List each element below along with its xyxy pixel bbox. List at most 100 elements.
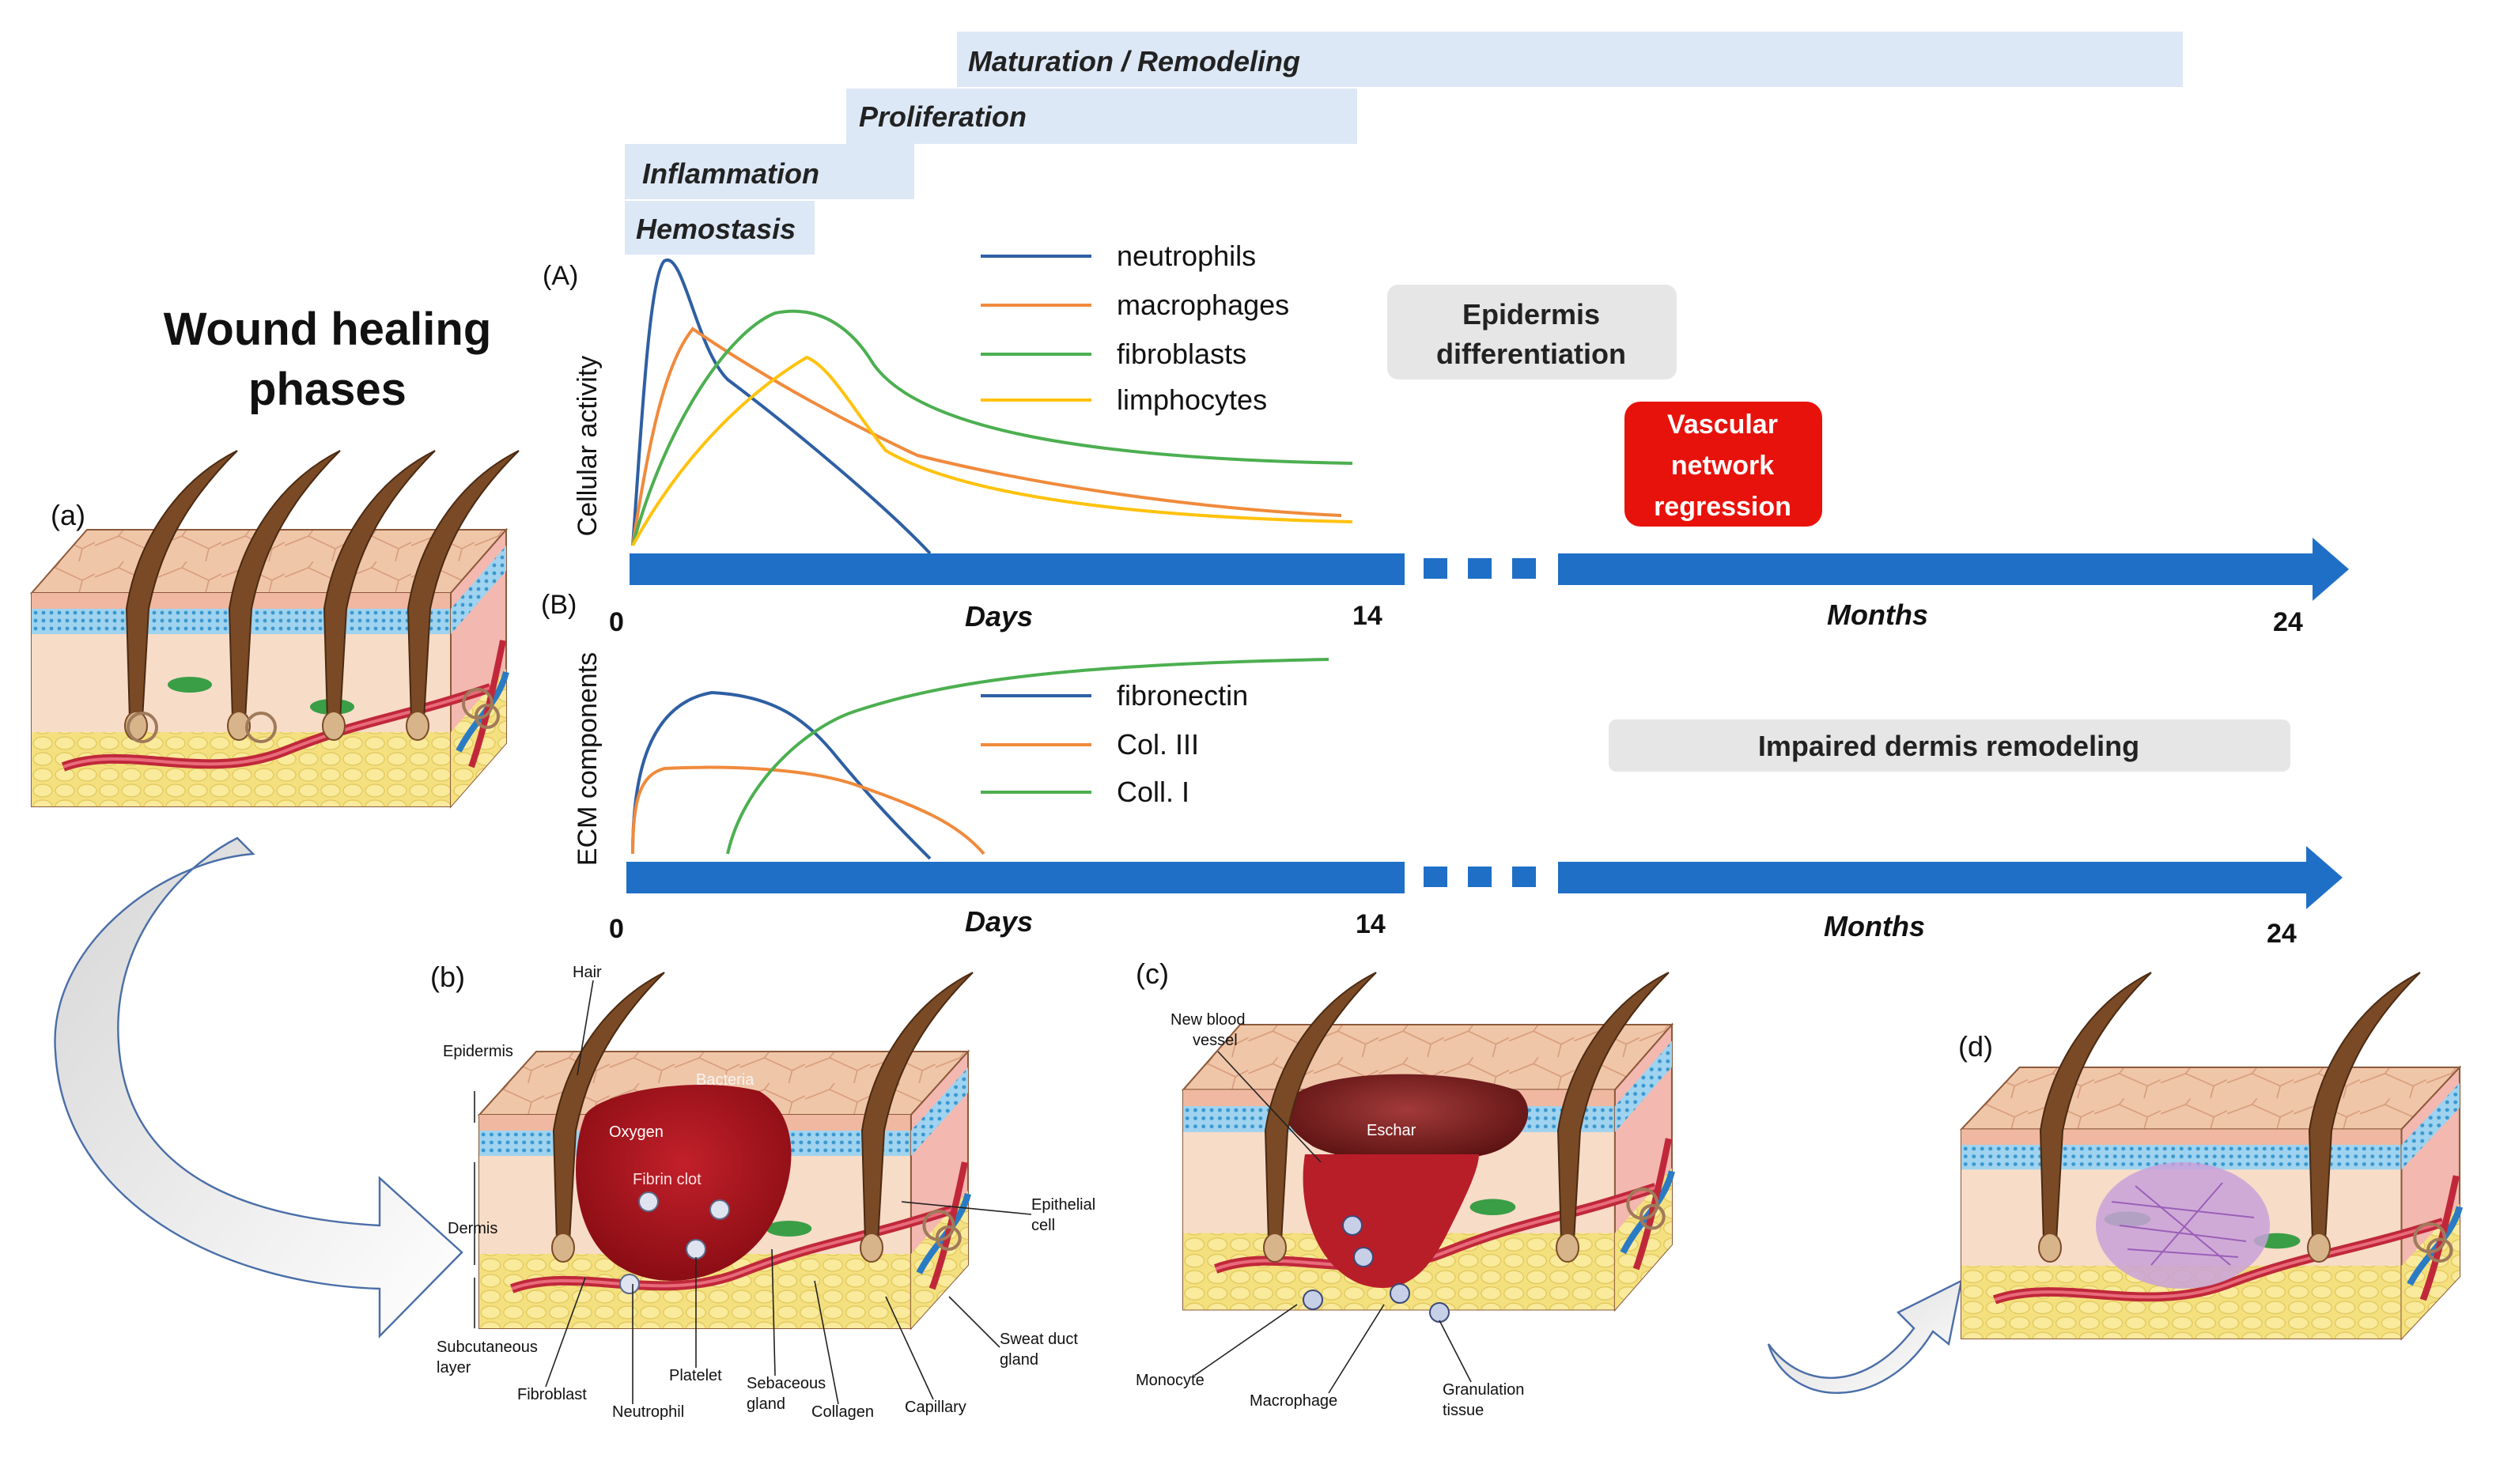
label-epithelial-2: cell xyxy=(1031,1217,1055,1234)
legend-fibronectin-label: fibronectin xyxy=(1117,679,1248,712)
chart-b-tick-0: 0 xyxy=(609,914,624,944)
chart-a-axis-dash3 xyxy=(1512,558,1536,579)
phase-hemostasis-bar xyxy=(625,201,815,255)
panel-a-illustration: (a) xyxy=(32,450,520,806)
chart-a-xlabel-months: Months xyxy=(1827,599,1928,631)
panel-b-illustration: (b) Hair Epidermis Dermis Subcutaneous l… xyxy=(430,961,1095,1421)
chart-a-axis-months xyxy=(1558,553,2317,585)
phase-proliferation-bar xyxy=(846,89,1357,144)
phase-inflammation-label: Inflammation xyxy=(642,157,819,190)
chart-b: (B) ECM components fibronectin Col. III … xyxy=(541,590,2343,949)
label-epithelial-1: Epithelial xyxy=(1031,1196,1095,1214)
chart-a-axis-arrowhead xyxy=(2313,538,2349,601)
legend-limphocytes-label: limphocytes xyxy=(1117,383,1267,416)
legend-macrophages-label: macrophages xyxy=(1117,289,1289,321)
phase-proliferation-label: Proliferation xyxy=(859,100,1027,133)
panel-c-illustration: (c) Eschar New blood vessel Monocyte Mac… xyxy=(1136,957,1672,1419)
label-subcutaneous-1: Subcutaneous xyxy=(437,1339,538,1356)
label-eschar: Eschar xyxy=(1367,1122,1416,1139)
chart-a-axis-dash2 xyxy=(1468,558,1492,579)
label-oxygen: Oxygen xyxy=(609,1123,664,1141)
series-fibronectin-line xyxy=(631,690,932,860)
label-collagen: Collagen xyxy=(811,1403,874,1421)
chart-b-tick-24: 24 xyxy=(2267,919,2297,949)
phase-hemostasis-label: Hemostasis xyxy=(636,213,796,245)
chart-a-ylabel: Cellular activity xyxy=(573,356,603,537)
epidermis-box-line2: differentiation xyxy=(1436,338,1626,370)
phase-maturation-bar xyxy=(957,32,2183,87)
legend-col1-label: Coll. I xyxy=(1117,776,1189,808)
label-neutrophil: Neutrophil xyxy=(612,1403,684,1421)
label-fibrin-clot: Fibrin clot xyxy=(633,1171,702,1188)
chart-a-tick-14: 14 xyxy=(1352,601,1382,631)
vascular-box-line2: network xyxy=(1671,451,1774,481)
label-sebaceous-1: Sebaceous xyxy=(747,1375,826,1392)
vascular-regression-box xyxy=(1624,402,1822,527)
arrow-a-to-b xyxy=(54,836,463,1339)
chart-b-ylabel: ECM components xyxy=(573,652,603,866)
label-granulation-2: tissue xyxy=(1443,1402,1484,1419)
chart-b-axis-dash2 xyxy=(1468,867,1492,887)
label-sebaceous-2: gland xyxy=(747,1395,785,1413)
phase-bars: Maturation / Remodeling Proliferation In… xyxy=(625,32,2183,255)
label-sweat-2: gland xyxy=(1000,1351,1038,1369)
label-bacteria: Bacteria xyxy=(696,1071,754,1089)
figure-title-line2: phases xyxy=(248,364,407,415)
legend-neutrophils-label: neutrophils xyxy=(1117,240,1256,272)
panel-a-label: (a) xyxy=(51,499,85,531)
series-limphocytes-line xyxy=(631,355,1353,546)
panel-b-label: (b) xyxy=(430,961,465,993)
label-granulation-1: Granulation xyxy=(1443,1381,1524,1399)
legend-col3-label: Col. III xyxy=(1117,728,1199,761)
chart-a-panel-label: (A) xyxy=(543,261,578,291)
chart-b-axis-dash3 xyxy=(1512,867,1536,887)
impaired-remodeling-label: Impaired dermis remodeling xyxy=(1758,730,2139,762)
series-macrophages-line xyxy=(631,327,1342,546)
label-sweat-1: Sweat duct xyxy=(1000,1331,1078,1348)
label-fibroblast: Fibroblast xyxy=(517,1386,587,1403)
impaired-remodeling-box xyxy=(1609,719,2290,772)
figure-title-line1: Wound healing xyxy=(164,304,492,355)
chart-a: (A) Cellular activity neutrophils macrop… xyxy=(543,240,2349,637)
label-epidermis: Epidermis xyxy=(443,1043,513,1060)
label-platelet: Platelet xyxy=(669,1367,722,1384)
phase-inflammation-bar xyxy=(625,144,914,199)
chart-b-xlabel-months: Months xyxy=(1824,910,1925,942)
chart-a-axis-days xyxy=(630,553,1405,585)
epidermis-box-line1: Epidermis xyxy=(1462,298,1600,330)
chart-b-panel-label: (B) xyxy=(541,590,577,620)
label-new-vessel-1: New blood xyxy=(1171,1011,1246,1029)
chart-b-xlabel-days: Days xyxy=(965,905,1033,938)
label-capillary: Capillary xyxy=(905,1399,966,1416)
label-subcutaneous-2: layer xyxy=(437,1359,471,1376)
label-hair: Hair xyxy=(573,964,602,981)
chart-b-legend: fibronectin Col. III Coll. I xyxy=(981,679,1248,808)
series-fibroblasts-line xyxy=(631,309,1353,546)
vascular-box-line3: regression xyxy=(1654,492,1791,522)
chart-a-legend: neutrophils macrophages fibroblasts limp… xyxy=(981,240,1289,416)
series-col3-line xyxy=(631,765,985,855)
legend-fibroblasts-label: fibroblasts xyxy=(1117,338,1246,370)
series-neutrophils-line xyxy=(631,258,932,555)
vascular-box-line1: Vascular xyxy=(1667,410,1778,440)
chart-b-tick-14: 14 xyxy=(1356,909,1386,939)
chart-b-axis-dash1 xyxy=(1424,867,1447,887)
panel-d-label: (d) xyxy=(1958,1030,1993,1063)
chart-a-tick-0: 0 xyxy=(609,607,624,637)
chart-a-tick-24: 24 xyxy=(2273,607,2303,637)
arrow-c-to-d xyxy=(1767,1278,1963,1394)
chart-b-axis-arrowhead xyxy=(2306,846,2343,909)
label-new-vessel-2: vessel xyxy=(1193,1032,1238,1049)
label-macrophage: Macrophage xyxy=(1250,1392,1337,1410)
label-dermis: Dermis xyxy=(448,1220,497,1237)
phase-maturation-label: Maturation / Remodeling xyxy=(968,45,1300,77)
panel-d-illustration: (d) xyxy=(1958,972,2460,1339)
chart-a-axis-dash1 xyxy=(1424,558,1447,579)
series-col1-line xyxy=(726,658,1329,855)
chart-b-axis-months xyxy=(1558,862,2309,893)
chart-b-axis-days xyxy=(626,862,1405,893)
epidermis-differentiation-box xyxy=(1387,285,1677,379)
panel-c-label: (c) xyxy=(1136,957,1169,990)
chart-a-xlabel-days: Days xyxy=(965,600,1033,632)
label-monocyte: Monocyte xyxy=(1136,1372,1205,1389)
